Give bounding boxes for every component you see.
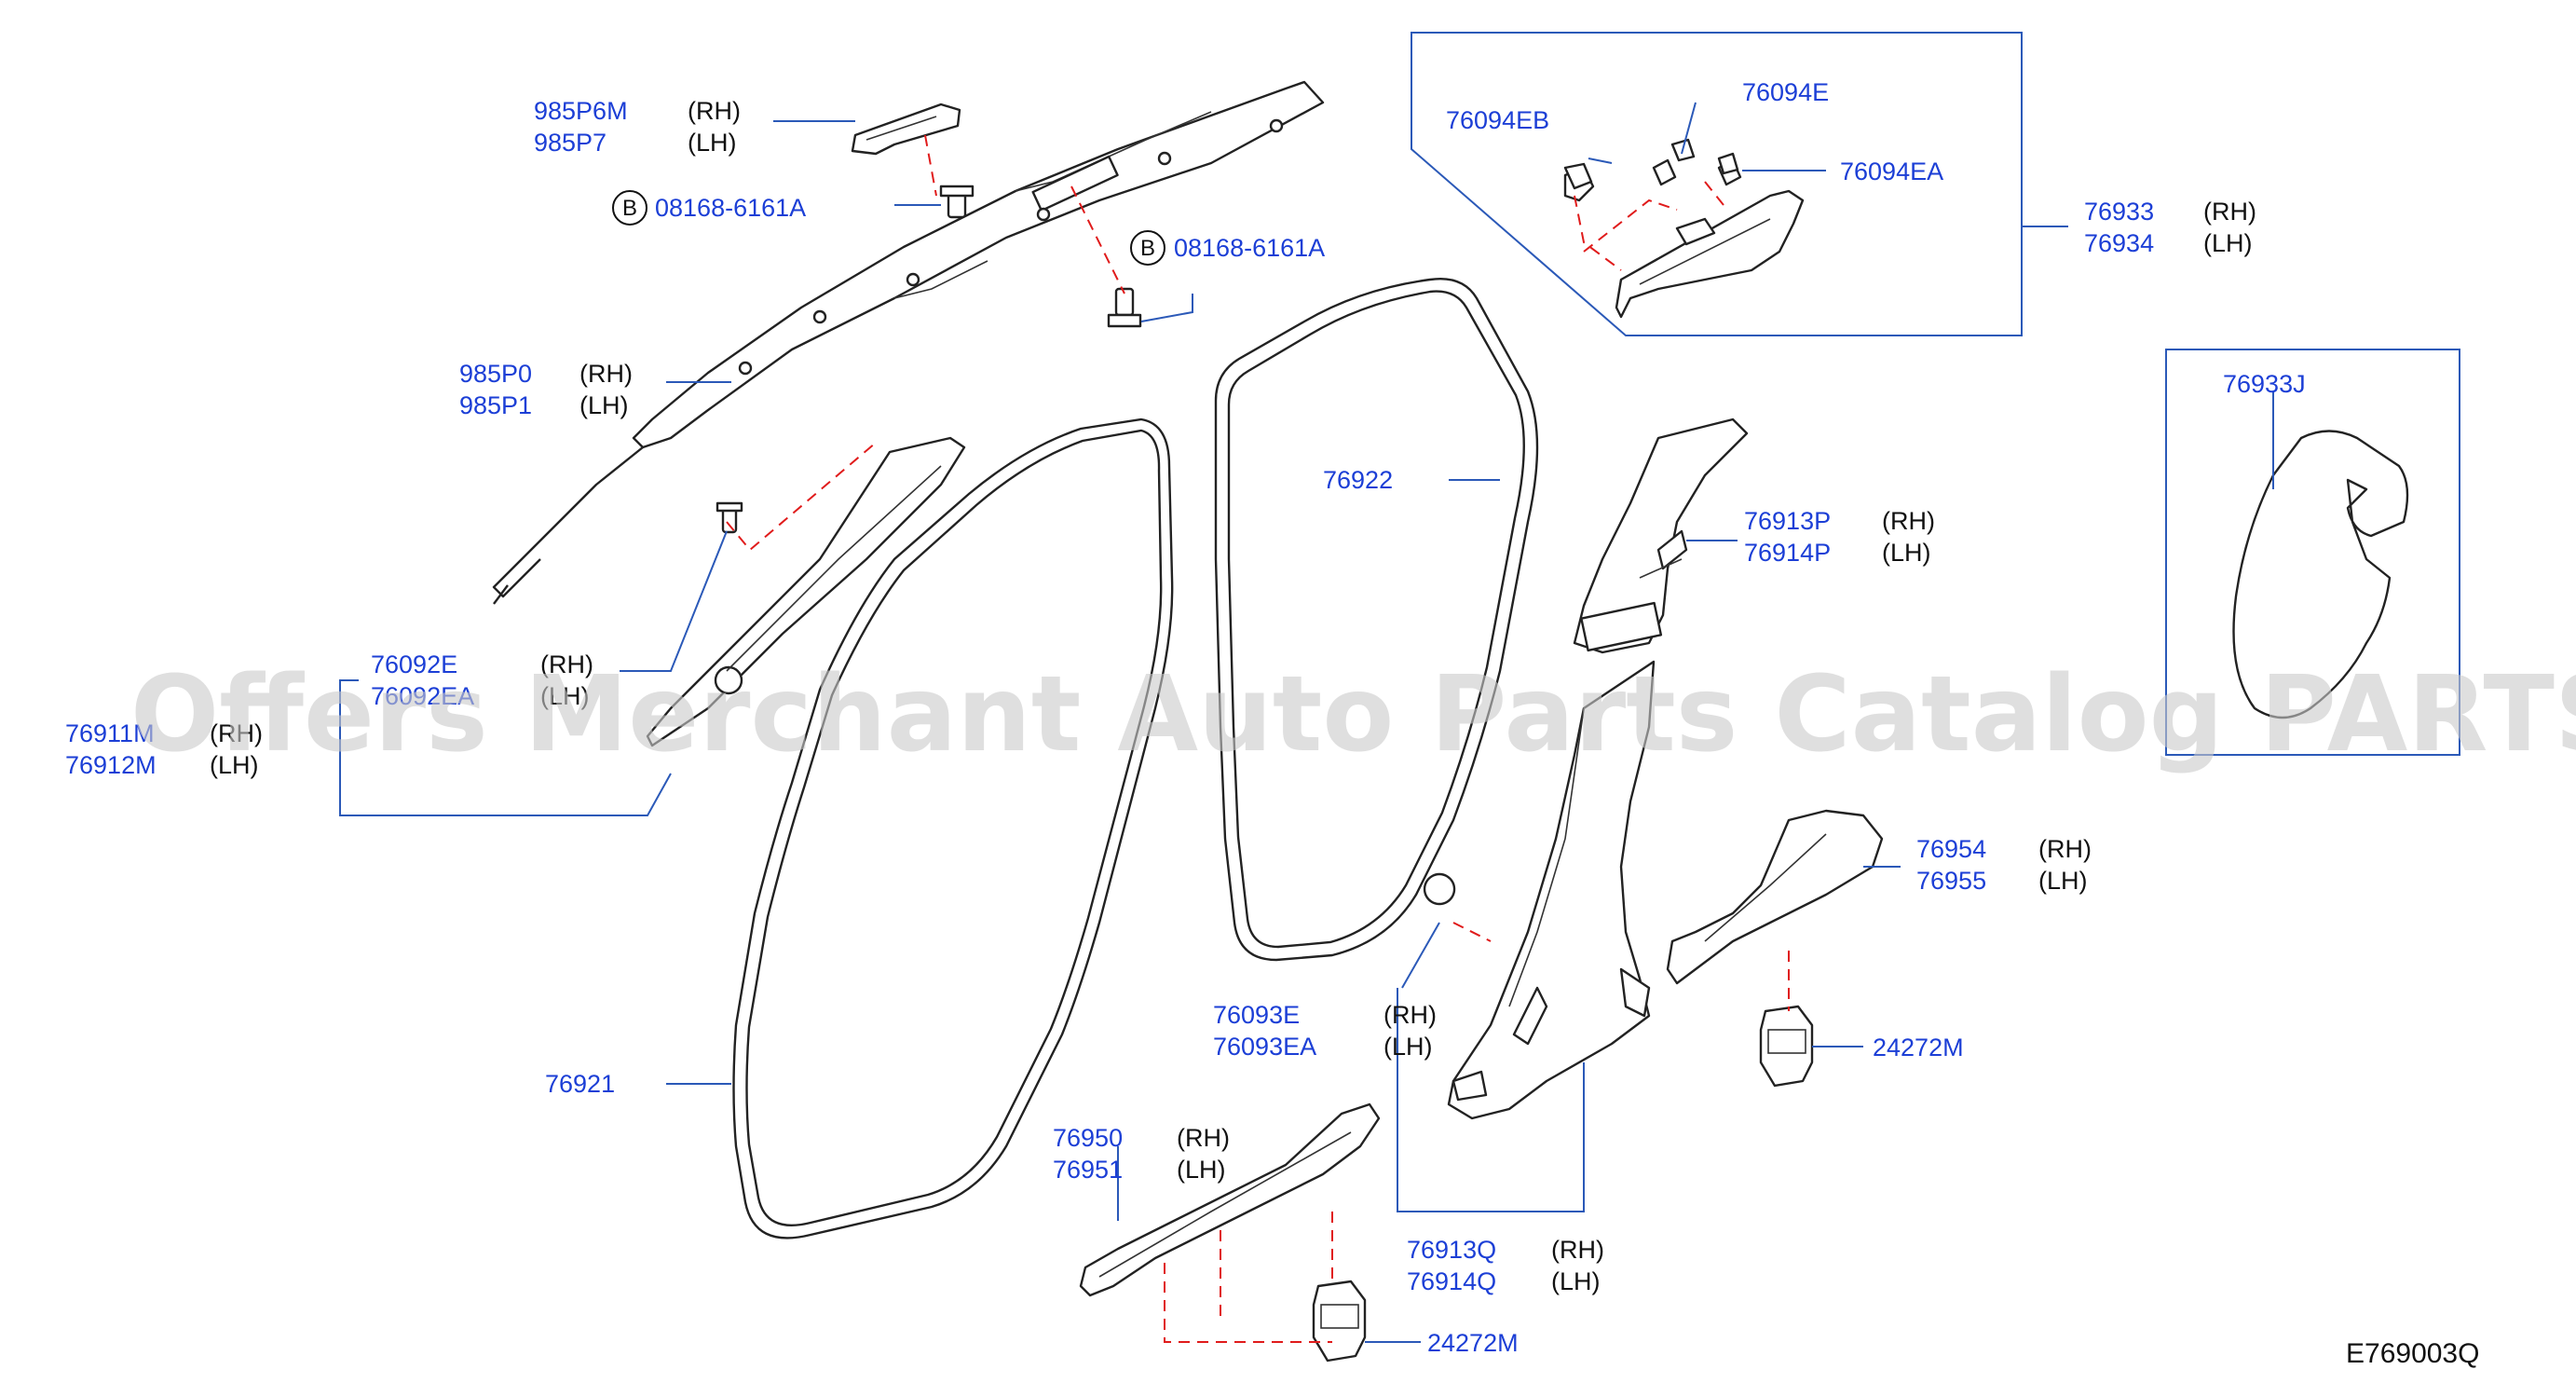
side-76955: (LH) xyxy=(2038,867,2088,895)
quarter-trim-drawing xyxy=(2232,430,2409,719)
label-76933J[interactable]: 76933J xyxy=(2223,370,2306,398)
label-76911M[interactable]: 76911M xyxy=(65,719,155,747)
leader-lines xyxy=(339,32,2460,1343)
label-76933[interactable]: 76933 xyxy=(2084,198,2154,226)
diagram-code: E769003Q xyxy=(2346,1338,2479,1369)
side-985P6M: (RH) xyxy=(688,97,741,125)
label-76951[interactable]: 76951 xyxy=(1053,1156,1123,1184)
label-76922[interactable]: 76922 xyxy=(1323,466,1393,494)
label-985P6M[interactable]: 985P6M xyxy=(534,97,628,125)
b-pillar-lower-trim-drawing xyxy=(1447,660,1656,1120)
harness-clip-drawings xyxy=(1312,1005,1814,1362)
label-76914P[interactable]: 76914P xyxy=(1744,539,1831,567)
airbag-bracket-drawing xyxy=(851,103,961,156)
label-76954[interactable]: 76954 xyxy=(1916,835,1986,863)
label-bolt-08168-6161A-2[interactable]: 08168-6161A xyxy=(1174,234,1325,262)
side-76911M: (RH) xyxy=(210,719,263,747)
side-985P1: (LH) xyxy=(579,391,629,419)
side-76912M: (LH) xyxy=(210,751,259,779)
label-76094EB[interactable]: 76094EB xyxy=(1446,106,1549,134)
side-76092EA: (LH) xyxy=(540,682,590,710)
label-76913Q[interactable]: 76913Q xyxy=(1407,1236,1496,1264)
side-76914Q: (LH) xyxy=(1551,1267,1601,1295)
label-76934[interactable]: 76934 xyxy=(2084,229,2154,257)
label-76092EA[interactable]: 76092EA xyxy=(371,682,474,710)
bolt-b-symbols: B B xyxy=(612,190,1165,266)
roof-airbag-drawing xyxy=(492,80,1325,605)
side-76913P: (RH) xyxy=(1882,507,1935,535)
side-76950: (RH) xyxy=(1177,1124,1230,1152)
bolt-b-symbol-1 xyxy=(612,190,647,226)
label-24272M-a[interactable]: 24272M xyxy=(1873,1034,1964,1061)
label-76094E[interactable]: 76094E xyxy=(1742,78,1829,106)
side-76951: (LH) xyxy=(1177,1156,1226,1184)
label-76921[interactable]: 76921 xyxy=(545,1070,615,1098)
label-985P7[interactable]: 985P7 xyxy=(534,129,607,157)
bolt-drawings xyxy=(716,185,1456,906)
bolt-b-text-2: B xyxy=(1140,236,1155,261)
side-76093EA: (LH) xyxy=(1383,1033,1433,1061)
bolt-b-text-1: B xyxy=(622,196,637,221)
label-76092E[interactable]: 76092E xyxy=(371,650,457,678)
a-pillar-garnish-drawing xyxy=(646,436,966,747)
watermark: Offers Merchant Auto Parts Catalog PARTS… xyxy=(130,654,2576,775)
label-76950[interactable]: 76950 xyxy=(1053,1124,1123,1152)
label-76912M[interactable]: 76912M xyxy=(65,751,157,779)
front-door-seal-drawing xyxy=(732,418,1174,1239)
label-76093EA[interactable]: 76093EA xyxy=(1213,1033,1316,1061)
side-76913Q: (RH) xyxy=(1551,1236,1604,1264)
side-76934: (LH) xyxy=(2203,229,2253,257)
label-76094EA[interactable]: 76094EA xyxy=(1840,157,1943,185)
label-76913P[interactable]: 76913P xyxy=(1744,507,1831,535)
side-76092E: (RH) xyxy=(540,650,593,678)
side-985P7: (LH) xyxy=(688,129,737,157)
sill-plate-drawing xyxy=(1079,1102,1381,1297)
side-76914P: (LH) xyxy=(1882,539,1931,567)
clip-drawings xyxy=(1563,138,1739,190)
label-985P1[interactable]: 985P1 xyxy=(459,391,532,419)
rear-kick-plate-drawing xyxy=(1666,809,1884,985)
side-76933: (RH) xyxy=(2203,198,2256,226)
label-24272M-b[interactable]: 24272M xyxy=(1427,1329,1519,1357)
label-985P0[interactable]: 985P0 xyxy=(459,360,532,388)
b-pillar-upper-trim-drawing xyxy=(1573,418,1749,654)
side-76093E: (RH) xyxy=(1383,1001,1437,1029)
label-76093E[interactable]: 76093E xyxy=(1213,1001,1300,1029)
side-76954: (RH) xyxy=(2038,835,2092,863)
bolt-b-symbol-2 xyxy=(1130,230,1165,266)
label-76955[interactable]: 76955 xyxy=(1916,867,1986,895)
side-985P0: (RH) xyxy=(579,360,633,388)
rear-door-seal-drawing xyxy=(1214,278,1539,962)
label-bolt-08168-6161A-1[interactable]: 08168-6161A xyxy=(655,194,806,222)
label-76914Q[interactable]: 76914Q xyxy=(1407,1267,1496,1295)
dashed-fit-lines xyxy=(726,134,1790,1343)
part-labels: 985P6M (RH) 985P7 (LH) 08168-6161A 08168… xyxy=(65,78,2479,1369)
